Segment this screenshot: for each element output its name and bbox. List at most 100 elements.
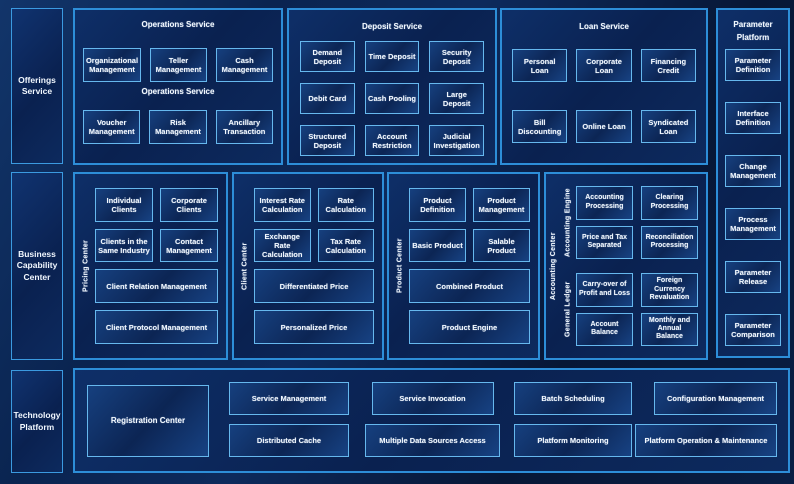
product-center-content: Product Definition Product Management Ba… <box>409 188 530 344</box>
box-cash-pooling: Cash Pooling <box>364 83 420 114</box>
box-voucher-management: Voucher Management <box>83 110 141 144</box>
box-risk-management: Risk Management <box>149 110 207 144</box>
box-carry-over-profit-loss: Carry-over of Profit and Loss <box>576 273 633 307</box>
pricing-center-label: Pricing Center <box>82 239 90 293</box>
box-monthly-annual-balance: Monthly and Annual Balance <box>641 312 698 346</box>
deposit-service-title: Deposit Service <box>361 22 423 31</box>
box-large-deposit: Large Deposit <box>429 83 484 114</box>
box-bill-discounting: Bill Discounting <box>512 110 568 143</box>
box-batch-scheduling: Batch Scheduling <box>514 382 632 415</box>
box-multiple-data-sources-access: Multiple Data Sources Access <box>365 424 500 457</box>
box-contact-management: Contact Management <box>160 228 218 263</box>
box-parameter-definition: Parameter Definition <box>725 48 781 81</box>
box-cash-management: Cash Management <box>216 48 273 82</box>
box-product-definition: Product Definition <box>409 188 466 222</box>
box-financing-credit: Financing Credit <box>640 49 696 82</box>
technology-col-1: Service Management Distributed Cache <box>229 382 349 457</box>
accounting-center-panel: Accounting Center Accounting Engine Acco… <box>544 172 708 360</box>
box-account-restriction: Account Restriction <box>364 125 420 156</box>
box-exchange-rate-calculation: Exchange Rate Calculation <box>254 228 311 263</box>
product-center-label: Product Center <box>396 238 404 294</box>
product-row-2: Basic Product Salable Product <box>409 228 530 263</box>
box-time-deposit: Time Deposit <box>364 41 420 72</box>
box-platform-operation-maintenance: Platform Operation & Maintenance <box>635 424 777 457</box>
pricing-center-panel: Pricing Center Individual Clients Corpor… <box>73 172 228 360</box>
business-capability-rail: Business Capability Center <box>11 172 63 360</box>
parameter-platform-layout: Parameter Platform Parameter Definition … <box>718 10 788 356</box>
box-structured-deposit: Structured Deposit <box>300 125 355 156</box>
loan-service-title: Loan Service <box>579 22 629 31</box>
box-distributed-cache: Distributed Cache <box>229 424 349 457</box>
box-demand-deposit: Demand Deposit <box>300 41 355 72</box>
loan-service-panel: Loan Service Personal Loan Corporate Loa… <box>500 8 708 165</box>
deposit-service-layout: Deposit Service Demand Deposit Time Depo… <box>289 10 495 163</box>
technology-col-3: Batch Scheduling Platform Monitoring <box>514 382 632 457</box>
operations-row-2: Voucher Management Risk Management Ancil… <box>83 110 273 144</box>
box-rate-calculation: Rate Calculation <box>317 188 374 222</box>
pricing-center-content: Individual Clients Corporate Clients Cli… <box>95 188 218 344</box>
pricing-row-2: Clients in the Same Industry Contact Man… <box>95 228 218 263</box>
box-judicial-investigation: Judicial Investigation <box>429 125 484 156</box>
box-teller-management: Teller Management <box>150 48 207 82</box>
deposit-service-grid: Demand Deposit Time Deposit Security Dep… <box>300 41 484 156</box>
box-salable-product: Salable Product <box>473 228 530 263</box>
box-product-engine: Product Engine <box>409 310 530 344</box>
box-ancillary-transaction: Ancillary Transaction <box>215 110 273 144</box>
operations-service-panel: Operations Service Organizational Manage… <box>73 8 283 165</box>
pricing-row-1: Individual Clients Corporate Clients <box>95 188 218 222</box>
offerings-service-rail: Offerings Service <box>11 8 63 164</box>
product-center-panel: Product Center Product Definition Produc… <box>387 172 540 360</box>
accounting-engine-group: Accounting Engine Accounting Processing … <box>560 186 698 259</box>
client-center-label: Client Center <box>241 242 249 290</box>
box-reconciliation-processing: Reconciliation Processing <box>641 225 698 259</box>
technology-col-2: Service Invocation Multiple Data Sources… <box>365 382 500 457</box>
deposit-service-panel: Deposit Service Demand Deposit Time Depo… <box>287 8 497 165</box>
box-basic-product: Basic Product <box>409 228 466 263</box>
loan-row-2: Bill Discounting Online Loan Syndicated … <box>512 110 696 143</box>
box-process-management: Process Management <box>725 207 781 240</box>
accounting-engine-grid: Accounting Processing Clearing Processin… <box>576 186 698 259</box>
box-corporate-clients: Corporate Clients <box>160 188 218 222</box>
general-ledger-label: General Ledger <box>564 281 572 338</box>
box-clearing-processing: Clearing Processing <box>641 186 698 220</box>
box-individual-clients: Individual Clients <box>95 188 153 222</box>
box-accounting-processing: Accounting Processing <box>576 186 633 220</box>
box-organizational-management: Organizational Management <box>83 48 141 82</box>
box-differentiated-price: Differentiated Price <box>254 269 374 304</box>
box-parameter-comparison: Parameter Comparison <box>725 313 781 346</box>
accounting-engine-label: Accounting Engine <box>564 188 572 257</box>
client-row-1: Interest Rate Calculation Rate Calculati… <box>254 188 374 222</box>
accounting-groups: Accounting Engine Accounting Processing … <box>560 186 698 346</box>
box-client-protocol-management: Client Protocol Management <box>95 310 218 344</box>
general-ledger-group: General Ledger Carry-over of Profit and … <box>560 273 698 346</box>
technology-platform-rail: Technology Platform <box>11 370 63 473</box>
box-parameter-release: Parameter Release <box>725 260 781 293</box>
parameter-platform-panel: Parameter Platform Parameter Definition … <box>716 8 790 358</box>
box-platform-monitoring: Platform Monitoring <box>514 424 632 457</box>
offerings-service-label: Offerings Service <box>18 74 56 96</box>
parameter-platform-stack: Parameter Definition Interface Definitio… <box>725 48 781 346</box>
product-row-1: Product Definition Product Management <box>409 188 530 222</box>
client-row-2: Exchange Rate Calculation Tax Rate Calcu… <box>254 228 374 263</box>
box-tax-rate-calculation: Tax Rate Calculation <box>317 228 374 263</box>
box-foreign-currency-revaluation: Foreign Currency Revaluation <box>641 273 698 307</box>
box-account-balance: Account Balance <box>576 312 633 346</box>
operations-service-layout: Operations Service Organizational Manage… <box>75 10 281 163</box>
box-combined-product: Combined Product <box>409 269 530 304</box>
box-online-loan: Online Loan <box>576 110 632 143</box>
box-interest-rate-calculation: Interest Rate Calculation <box>254 188 311 222</box>
loan-row-1: Personal Loan Corporate Loan Financing C… <box>512 49 696 82</box>
box-corporate-loan: Corporate Loan <box>576 49 632 82</box>
technology-platform-panel: Registration Center Service Management D… <box>73 368 790 473</box>
box-clients-same-industry: Clients in the Same Industry <box>95 228 153 263</box>
technology-col-4: Configuration Management Platform Operat… <box>635 382 777 457</box>
box-price-tax-separated: Price and Tax Separated <box>576 225 633 259</box>
box-syndicated-loan: Syndicated Loan <box>640 110 696 143</box>
box-change-management: Change Management <box>725 154 781 187</box>
box-configuration-management: Configuration Management <box>654 382 777 415</box>
operations-row-1: Organizational Management Teller Managem… <box>83 48 273 82</box>
box-service-management: Service Management <box>229 382 349 415</box>
client-center-content: Interest Rate Calculation Rate Calculati… <box>254 188 374 344</box>
box-product-management: Product Management <box>473 188 530 222</box>
